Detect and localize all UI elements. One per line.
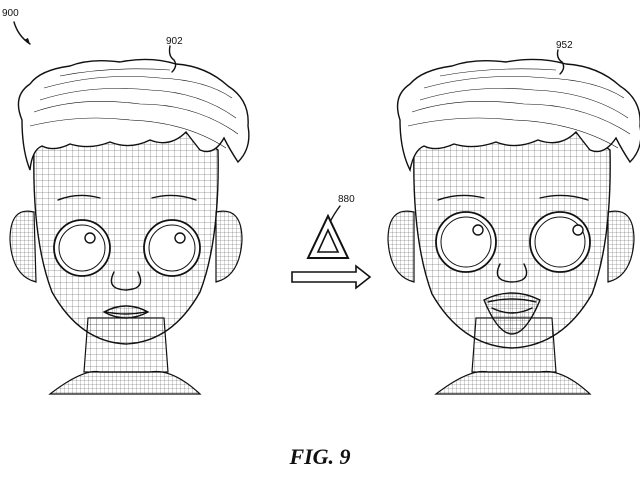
figure-caption: FIG. 9 [288, 444, 350, 469]
reference-880: 880 [338, 194, 355, 205]
right-collar [434, 370, 592, 395]
left-hair [17, 58, 250, 171]
right-brow-right [539, 194, 589, 201]
right-hair [396, 58, 640, 173]
right-eye-left [435, 211, 497, 273]
reference-900: 900 [2, 8, 19, 19]
right-nose [496, 263, 528, 283]
right-eye-right-pupil [572, 224, 584, 236]
left-nose [110, 271, 142, 291]
right-eye-left-pupil [472, 224, 484, 236]
left-brow-left [57, 194, 101, 201]
left-ear-left [9, 210, 37, 283]
reference-900-arrowhead [24, 38, 30, 44]
left-ear-right [215, 210, 243, 283]
left-eye-left-iris [58, 224, 106, 272]
transform-arrow [291, 264, 372, 290]
left-brow-right [151, 194, 197, 201]
right-face-mesh [387, 58, 640, 395]
reference-952: 952 [556, 40, 573, 51]
right-brow-left [437, 194, 485, 201]
reference-902: 902 [166, 36, 183, 47]
left-collar [48, 370, 202, 395]
left-eye-right [143, 219, 201, 277]
left-mouth [102, 305, 150, 319]
left-eye-right-iris [148, 224, 196, 272]
reference-952-leader [556, 49, 565, 75]
left-eye-left [53, 219, 111, 277]
right-ear-right [607, 210, 635, 283]
right-eye-left-iris [440, 216, 492, 268]
reference-880-leader [329, 205, 341, 223]
left-eye-left-pupil [84, 232, 96, 244]
right-eye-right [529, 211, 591, 273]
left-eye-right-pupil [174, 232, 186, 244]
right-ear-left [387, 210, 415, 283]
reference-902-leader [168, 45, 177, 73]
right-eye-right-iris [534, 216, 586, 268]
left-face-mesh [9, 58, 250, 395]
